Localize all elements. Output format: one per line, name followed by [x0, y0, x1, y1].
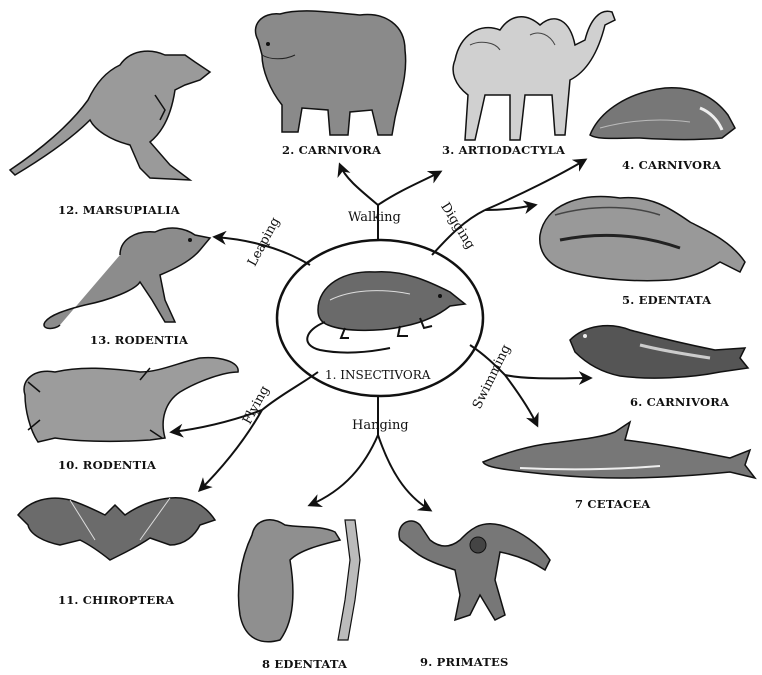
- label-cetacea: 7 CETACEA: [575, 497, 650, 511]
- label-artiodactyla: 3. ARTIODACTYLA: [442, 143, 565, 157]
- label-rodentia-jerboa: 13. RODENTIA: [90, 333, 188, 347]
- walking-branch: [340, 165, 440, 240]
- sloth-illustration: [239, 520, 361, 642]
- label-carnivora-badger: 4. CARNIVORA: [622, 158, 721, 172]
- bear-illustration: [255, 11, 405, 135]
- camel-illustration: [453, 11, 615, 140]
- label-carnivora-bear: 2. CARNIVORA: [282, 143, 381, 157]
- kangaroo-illustration: [10, 51, 210, 180]
- label-carnivora-seal: 6. CARNIVORA: [630, 395, 729, 409]
- label-marsupialia: 12. MARSUPIALIA: [58, 203, 180, 217]
- mode-hanging: Hanging: [352, 418, 409, 433]
- jerboa-illustration: [44, 228, 210, 328]
- hanging-branch: [310, 396, 430, 510]
- mode-walking: Walking: [348, 210, 401, 225]
- dolphin-illustration: [483, 422, 755, 478]
- flying-squirrel-illustration: [24, 358, 238, 442]
- label-edentata-sloth: 8 EDENTATA: [262, 657, 347, 671]
- seal-illustration: [570, 326, 748, 378]
- flying-branch: [172, 372, 318, 490]
- bat-illustration: [18, 498, 215, 560]
- shrew-illustration: [307, 272, 465, 353]
- anteater-illustration: [540, 197, 745, 281]
- label-rodentia-squirrel: 10. RODENTIA: [58, 458, 156, 472]
- gibbon-illustration: [399, 521, 550, 620]
- badger-illustration: [590, 88, 735, 140]
- label-primates: 9. PRIMATES: [420, 655, 508, 669]
- center-label: 1. INSECTIVORA: [325, 368, 430, 382]
- label-chiroptera: 11. CHIROPTERA: [58, 593, 174, 607]
- label-edentata-anteater: 5. EDENTATA: [622, 293, 711, 307]
